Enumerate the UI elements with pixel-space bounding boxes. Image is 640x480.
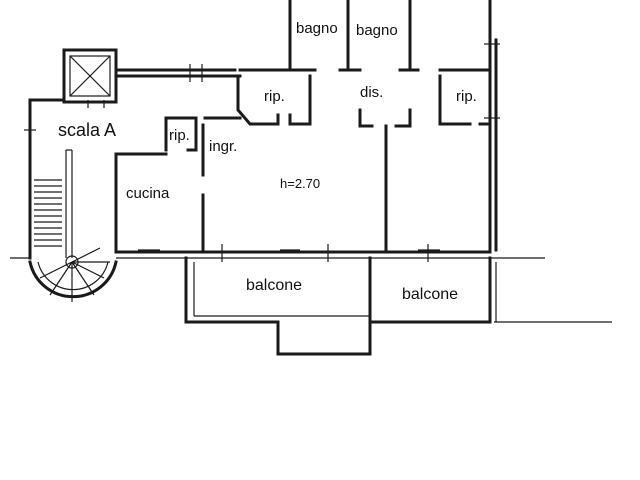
room-label-bagno-2: bagno	[356, 22, 398, 39]
room-label-rip-1: rip.	[264, 88, 285, 105]
balconies	[184, 256, 612, 356]
room-label-rip-2: rip.	[456, 88, 477, 105]
lift-shaft	[62, 48, 118, 104]
openings	[24, 43, 500, 262]
room-label-cucina: cucina	[126, 185, 170, 202]
room-label-balcone-2: balcone	[402, 286, 458, 303]
room-label-rip-3: rip.	[169, 127, 190, 144]
room-label-balcone-1: balcone	[246, 277, 302, 294]
stair-label: scala A	[58, 120, 116, 140]
walls	[10, 0, 545, 260]
room-label-dis: dis.	[360, 84, 383, 101]
room-label-bagno-1: bagno	[296, 20, 338, 37]
room-label-ingr: ingr.	[209, 138, 237, 155]
staircase	[28, 149, 118, 302]
ceiling-height-label: h=2.70	[280, 176, 320, 191]
